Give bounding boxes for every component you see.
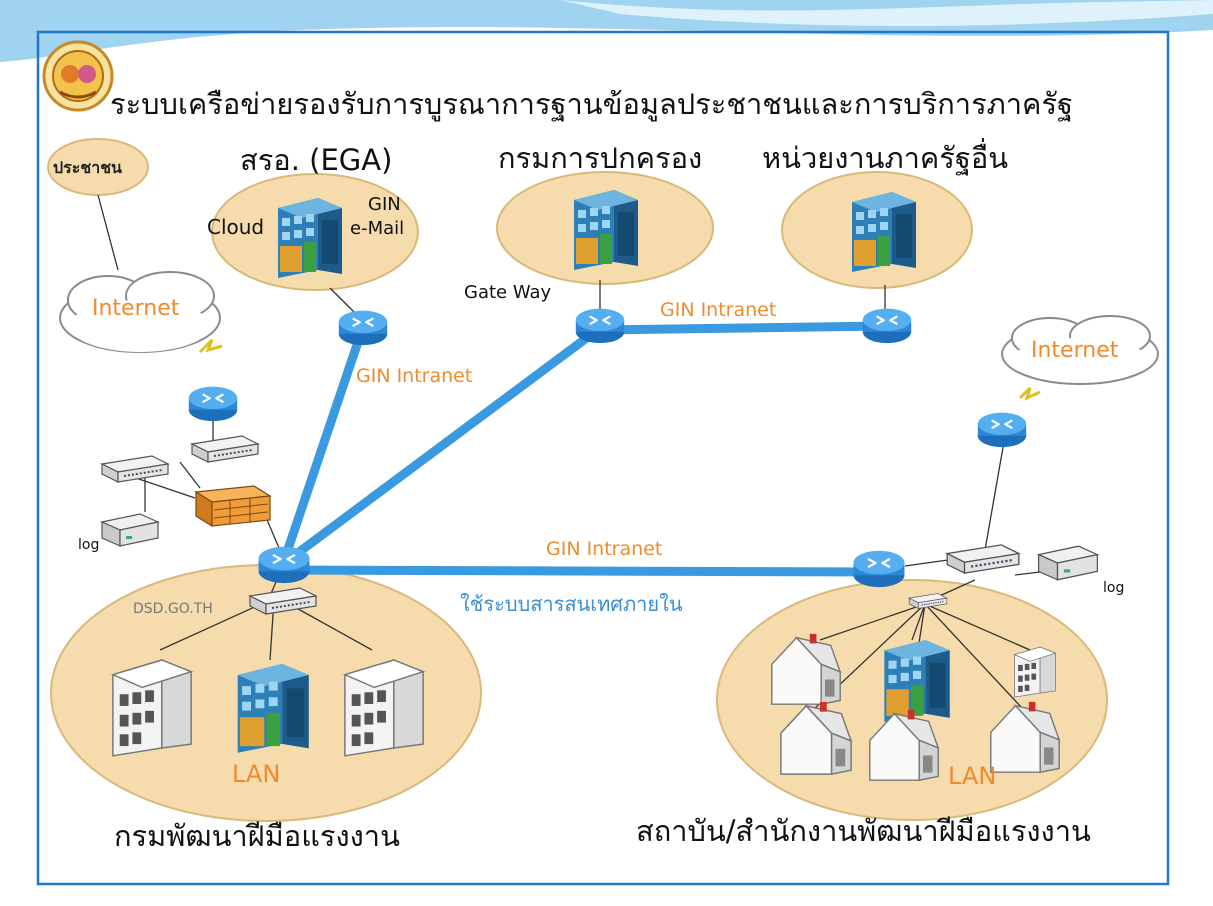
link-dsd-gateway bbox=[278, 323, 605, 569]
gateway-label: Gate Way bbox=[464, 282, 552, 303]
switch-dmz-icon bbox=[191, 435, 259, 463]
gin-intranet-top-label: GIN Intranet bbox=[660, 299, 777, 321]
dsd-seal-logo bbox=[42, 40, 114, 112]
cloud-internet-left bbox=[59, 271, 221, 353]
backbone-links bbox=[278, 321, 890, 577]
node-other-agency-heading: หน่วยงานภาครัฐอื่น bbox=[762, 141, 1009, 175]
wireless-bolt-left-icon bbox=[198, 338, 223, 354]
gin-intranet-left-label: GIN Intranet bbox=[356, 365, 473, 387]
node-institute-heading: สถาบัน/สำนักงานพัฒนาฝีมือแรงงาน bbox=[636, 814, 1091, 848]
cloud-internet-right bbox=[1001, 315, 1159, 385]
lan-right-label: LAN bbox=[948, 762, 997, 790]
internet-left-label: Internet bbox=[92, 296, 180, 321]
gin-service-label: GIN bbox=[368, 194, 401, 215]
wireless-bolt-right-icon bbox=[1018, 386, 1041, 401]
internal-it-label: ใช้ระบบสารสนเทศภายใน bbox=[460, 592, 683, 616]
log-left-label: log bbox=[78, 537, 100, 553]
internet-right-label: Internet bbox=[1031, 338, 1119, 363]
switch-institute-icon bbox=[946, 543, 1020, 575]
firewall-icon bbox=[194, 485, 272, 528]
header-swoosh-highlight bbox=[560, 0, 1213, 26]
node-ega-heading: สรอ. (EGA) bbox=[240, 143, 393, 177]
link-dsd-institute bbox=[278, 565, 880, 577]
ega-building-icon bbox=[278, 198, 342, 278]
cloud-service-label: Cloud bbox=[207, 215, 265, 239]
link-gateway-agency bbox=[595, 321, 890, 335]
link-dsd-ega bbox=[278, 325, 367, 569]
dopa-building-icon bbox=[574, 190, 638, 270]
institute-main-building-icon bbox=[884, 640, 950, 722]
switch-edge-left-icon bbox=[101, 455, 169, 483]
node-dopa-heading: กรมการปกครอง bbox=[498, 141, 703, 175]
email-service-label: e-Mail bbox=[350, 218, 405, 239]
node-dsd-heading: กรมพัฒนาฝีมือแรงงาน bbox=[114, 819, 400, 853]
dsd-office-tower-right-icon bbox=[344, 659, 424, 757]
router-institute-icon bbox=[852, 549, 906, 588]
institute-small-tower-icon bbox=[1014, 646, 1056, 698]
page-title: ระบบเครือข่ายรองรับการบูรณาการฐานข้อมูลป… bbox=[110, 87, 1074, 121]
log-server-left-icon bbox=[101, 513, 159, 547]
log-server-right-icon bbox=[1037, 545, 1099, 581]
domain-label: DSD.GO.TH bbox=[133, 601, 213, 617]
router-gateway-icon bbox=[574, 307, 626, 344]
dsd-office-tower-left-icon bbox=[112, 659, 192, 757]
router-dsd-core-icon bbox=[257, 545, 311, 584]
agency-building-icon bbox=[852, 192, 916, 272]
node-citizen-label: ประชาชน bbox=[53, 158, 122, 177]
log-right-label: log bbox=[1103, 580, 1125, 596]
lan-left-label: LAN bbox=[232, 760, 281, 788]
router-ega-icon bbox=[337, 309, 389, 346]
router-agency-icon bbox=[861, 307, 913, 344]
slide-frame bbox=[36, 30, 1170, 886]
gin-intranet-bottom-label: GIN Intranet bbox=[546, 538, 663, 560]
dsd-main-building-icon bbox=[237, 663, 309, 753]
router-internet-right-icon bbox=[976, 411, 1028, 448]
router-internet-left-icon bbox=[187, 385, 239, 422]
